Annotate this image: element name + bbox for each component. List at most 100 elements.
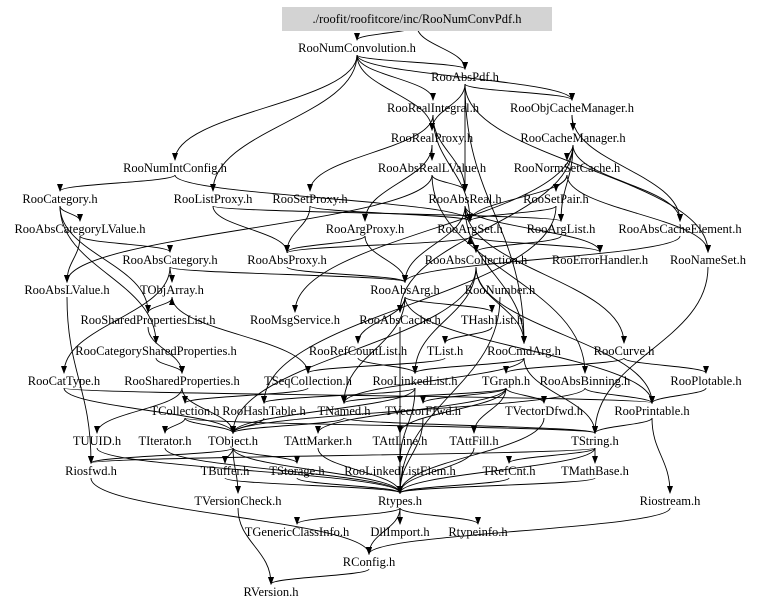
node-tvd[interactable]: TVectorDfwd.h	[505, 404, 584, 418]
node-abspdf[interactable]: RooAbsPdf.h	[431, 70, 499, 84]
node-listproxy[interactable]: RooListProxy.h	[174, 192, 253, 206]
node-plotable[interactable]: RooPlotable.h	[670, 374, 742, 388]
node-tobject[interactable]: TObject.h	[208, 434, 259, 448]
node-arlv[interactable]: RooAbsRealLValue.h	[378, 161, 487, 175]
edge-nconv-to-abspdf	[356, 54, 468, 70]
edge-number-to-rtypes	[397, 296, 501, 494]
node-spl[interactable]: RooSharedPropertiesList.h	[80, 313, 216, 327]
node-tmathbase[interactable]: TMathBase.h	[561, 464, 629, 478]
edge-cachem-to-abscache	[397, 144, 574, 313]
edge-absarg-to-printable	[404, 296, 655, 404]
node-tseq[interactable]: TSeqCollection.h	[264, 374, 353, 388]
node-tvc[interactable]: TVersionCheck.h	[194, 494, 282, 508]
node-absreal[interactable]: RooAbsReal.h	[428, 192, 502, 206]
node-rcl[interactable]: RooRefCountList.h	[309, 344, 408, 358]
node-curve[interactable]: RooCurve.h	[594, 344, 656, 358]
edge-cmdarg-to-tstring	[523, 357, 598, 434]
node-tuuid[interactable]: TUUID.h	[73, 434, 122, 448]
node-riosfwd[interactable]: Riosfwd.h	[65, 464, 117, 478]
node-arglist[interactable]: RooArgList.h	[527, 222, 597, 236]
node-rversion[interactable]: RVersion.h	[244, 585, 300, 599]
root-node-box	[282, 7, 552, 31]
node-rtypeinfo[interactable]: Rtypeinfo.h	[448, 525, 508, 539]
node-tobjarray[interactable]: TObjArray.h	[140, 283, 205, 297]
node-realint[interactable]: RooRealIntegral.h	[387, 101, 480, 115]
edge-nintcfg-to-cat	[57, 174, 176, 192]
node-cat[interactable]: RooCategory.h	[22, 192, 98, 206]
node-tgci[interactable]: TGenericClassInfo.h	[245, 525, 350, 539]
node-number[interactable]: RooNumber.h	[465, 283, 536, 297]
edge-tobject-to-riosfwd	[88, 447, 234, 464]
edge-tbuffer-to-rtypes	[224, 477, 403, 494]
node-tattfill[interactable]: TAttFill.h	[449, 434, 499, 448]
node-printable[interactable]: RooPrintable.h	[614, 404, 690, 418]
node-rtypes[interactable]: Rtypes.h	[378, 494, 423, 508]
node-titer[interactable]: TIterator.h	[138, 434, 192, 448]
node-setpair[interactable]: RooSetPair.h	[523, 192, 589, 206]
node-objcm[interactable]: RooObjCacheManager.h	[510, 101, 635, 115]
edge-tobject-to-tstorage	[232, 447, 300, 464]
node-tstorage[interactable]: TStorage.h	[269, 464, 325, 478]
node-argset[interactable]: RooArgSet.h	[437, 222, 503, 236]
node-argproxy[interactable]: RooArgProxy.h	[326, 222, 405, 236]
edge-aclv-to-alv	[64, 235, 81, 283]
node-tattmarker[interactable]: TAttMarker.h	[284, 434, 353, 448]
node-setproxy[interactable]: RooSetProxy.h	[272, 192, 348, 206]
edge-thashlist-to-tlist	[442, 326, 493, 344]
node-tlist[interactable]: TList.h	[427, 344, 464, 358]
edge-cmdarg-to-ll	[412, 357, 525, 374]
node-abscoll[interactable]: RooAbsCollection.h	[425, 253, 528, 267]
node-tgraph[interactable]: TGraph.h	[482, 374, 531, 388]
node-cachem[interactable]: RooCacheManager.h	[520, 131, 626, 145]
node-aclv[interactable]: RooAbsCategoryLValue.h	[14, 222, 146, 236]
node-riostream[interactable]: Riostream.h	[640, 494, 702, 508]
node-cattype[interactable]: RooCatType.h	[28, 374, 101, 388]
edge-setproxy-to-argset	[309, 205, 473, 222]
node-rconfig[interactable]: RConfig.h	[343, 555, 396, 569]
node-dllimport[interactable]: DllImport.h	[370, 525, 430, 539]
edge-cachem-to-arglist	[558, 144, 574, 222]
edge-rtypes-to-rtypeinfo	[399, 507, 481, 525]
edge-riostream-to-rconfig	[366, 507, 671, 555]
edge-nconv-to-realint	[356, 54, 436, 101]
node-tcoll[interactable]: TCollection.h	[150, 404, 220, 418]
edge-rconfig-to-rversion	[268, 568, 370, 585]
node-tvf[interactable]: TVectorFfwd.h	[385, 404, 462, 418]
node-nconv[interactable]: RooNumConvolution.h	[298, 41, 416, 55]
node-sp[interactable]: RooSharedProperties.h	[124, 374, 240, 388]
node-trefcnt[interactable]: TRefCnt.h	[482, 464, 536, 478]
node-lle[interactable]: RooLinkedListElem.h	[344, 464, 456, 478]
node-tnamed[interactable]: TNamed.h	[317, 404, 371, 418]
node-absarg[interactable]: RooAbsArg.h	[370, 283, 440, 297]
edge-tstorage-to-rtypes	[296, 477, 403, 494]
node-nintcfg[interactable]: RooNumIntConfig.h	[123, 161, 228, 175]
edge-setproxy-to-absproxy	[284, 205, 311, 253]
node-hasht[interactable]: RooHashTable.h	[222, 404, 306, 418]
node-cmdarg[interactable]: RooCmdArg.h	[487, 344, 561, 358]
node-nameset[interactable]: RooNameSet.h	[670, 253, 747, 267]
node-tstring[interactable]: TString.h	[571, 434, 619, 448]
root-node-label[interactable]: ./roofit/roofitcore/inc/RooNumConvPdf.h	[312, 12, 522, 26]
edge-ace-to-absarg	[402, 235, 681, 283]
edge-tnamed-to-tobject	[230, 417, 345, 434]
node-tbuffer[interactable]: TBuffer.h	[201, 464, 250, 478]
node-msgsvc[interactable]: RooMsgService.h	[250, 313, 341, 327]
node-csp[interactable]: RooCategorySharedProperties.h	[75, 344, 237, 358]
node-tattline[interactable]: TAttLine.h	[373, 434, 429, 448]
node-ll[interactable]: RooLinkedList.h	[372, 374, 458, 388]
node-errh[interactable]: RooErrorHandler.h	[552, 253, 649, 267]
edge-tobject-to-rtypes	[232, 447, 403, 494]
node-thashlist[interactable]: THashList.h	[461, 313, 524, 327]
edge-setpair-to-hasht	[261, 205, 557, 404]
edge-absreal-to-errh	[464, 205, 603, 253]
node-realproxy[interactable]: RooRealProxy.h	[391, 131, 474, 145]
edge-titer-to-rtypes	[164, 447, 403, 494]
node-nsc[interactable]: RooNormSetCache.h	[514, 161, 621, 175]
node-abscache[interactable]: RooAbsCache.h	[359, 313, 441, 327]
node-absproxy[interactable]: RooAbsProxy.h	[247, 253, 327, 267]
node-alv[interactable]: RooAbsLValue.h	[24, 283, 110, 297]
node-ace[interactable]: RooAbsCacheElement.h	[618, 222, 742, 236]
node-absbin[interactable]: RooAbsBinning.h	[540, 374, 631, 388]
node-abscat[interactable]: RooAbsCategory.h	[122, 253, 218, 267]
